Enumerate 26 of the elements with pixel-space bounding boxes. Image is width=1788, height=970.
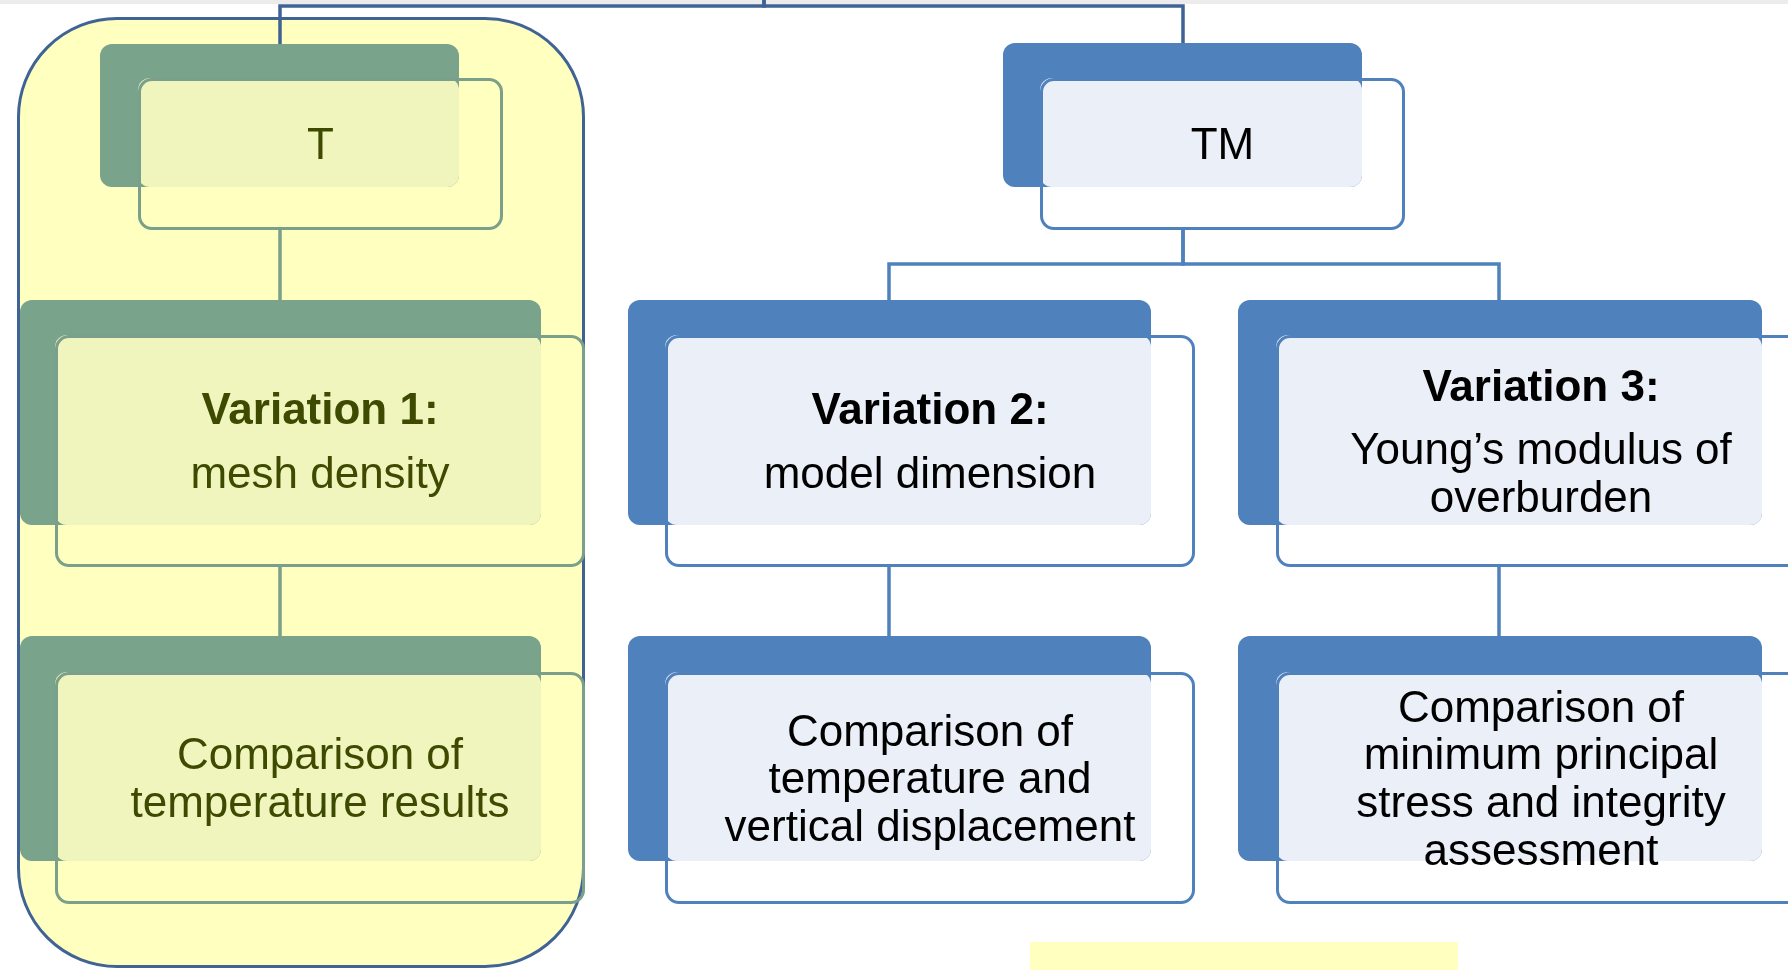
process-box xyxy=(1238,636,1788,904)
process-box xyxy=(1238,300,1788,567)
connector-line xyxy=(278,230,282,300)
connector-line xyxy=(1497,567,1501,636)
process-box xyxy=(20,300,585,567)
process-box xyxy=(100,44,503,230)
box-heading: Variation 1: xyxy=(201,385,439,433)
box-text: Comparison of temperature and vertical displacement xyxy=(723,706,1137,850)
process-box xyxy=(628,300,1195,567)
process-box xyxy=(628,636,1195,904)
box-text: T xyxy=(307,120,334,168)
box-text: Comparison of temperature results xyxy=(129,730,511,826)
box-text: mesh density xyxy=(190,449,450,497)
connector-line xyxy=(887,567,891,636)
connector-line xyxy=(278,567,282,636)
box-text: Comparison of minimum principal stress and integrity assessment xyxy=(1355,682,1727,874)
box-text: model dimension xyxy=(763,449,1097,497)
box-heading: Variation 2: xyxy=(811,385,1049,433)
group-band xyxy=(17,17,585,968)
box-text: TM xyxy=(1190,120,1255,168)
connector-line xyxy=(762,0,1185,43)
box-text: Young’s modulus of overburden xyxy=(1349,425,1733,521)
box-heading: Variation 3: xyxy=(1422,361,1660,410)
process-box xyxy=(1003,43,1405,230)
connector-line xyxy=(1181,230,1501,300)
process-box xyxy=(20,636,585,904)
